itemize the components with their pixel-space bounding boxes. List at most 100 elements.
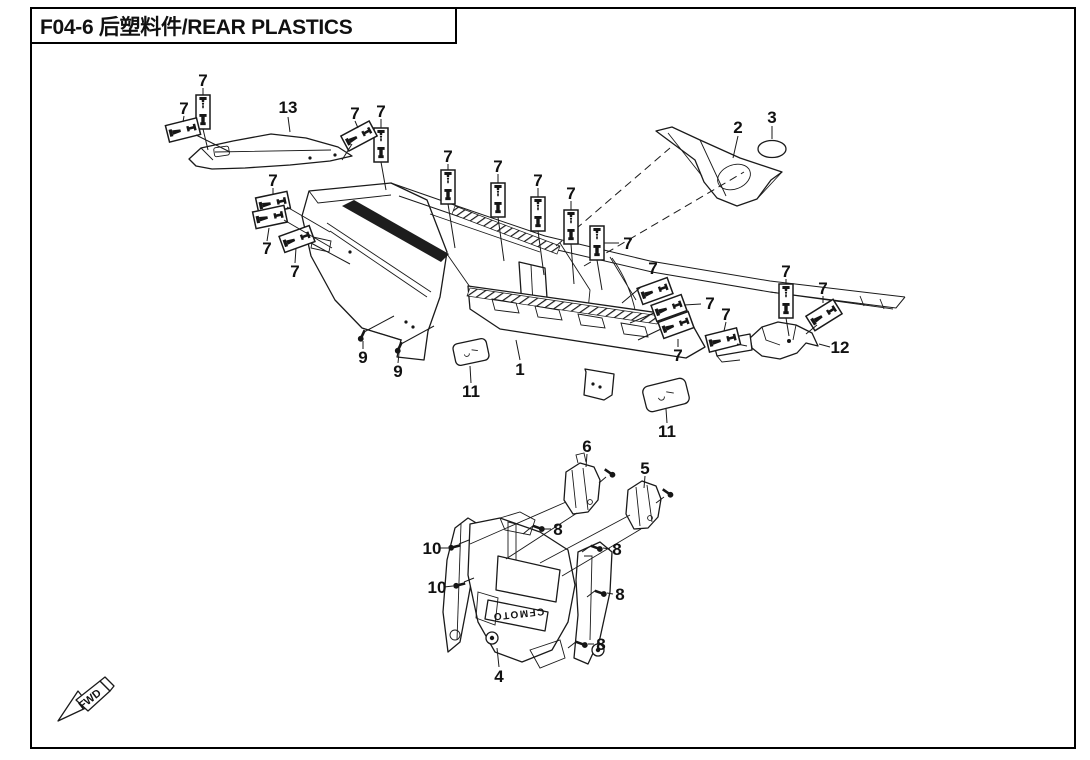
callout-7: 7	[262, 239, 271, 258]
part-2-shape	[655, 126, 783, 207]
title-block: F04-6 后塑料件/REAR PLASTICS	[30, 7, 457, 44]
left-panel-outline	[301, 182, 448, 361]
callout-8: 8	[612, 540, 621, 559]
center-braces	[446, 242, 639, 347]
callout-6: 6	[582, 437, 591, 456]
callout-7: 7	[493, 157, 502, 176]
part-3-pad-shape	[757, 139, 787, 159]
part-hole	[717, 163, 751, 191]
rivet-dot	[591, 382, 595, 386]
reflector-marks	[658, 391, 674, 401]
fastener-7-box	[339, 119, 379, 153]
part-detail-lines	[188, 147, 332, 167]
part-outline	[625, 480, 662, 530]
fastener-7-box	[636, 276, 674, 306]
callout-4: 4	[494, 667, 504, 686]
callout-11: 11	[462, 382, 480, 401]
rail-inner-line	[429, 213, 894, 310]
part-detail-lines	[667, 132, 783, 200]
part-hole	[587, 499, 593, 505]
callout-7: 7	[376, 102, 385, 121]
callout-7: 7	[350, 104, 359, 123]
callout-10: 10	[423, 539, 442, 558]
fastener-7-box	[251, 204, 289, 230]
top-rail-upper	[390, 182, 906, 298]
rivet-dot	[598, 385, 602, 389]
alignment-lines	[469, 501, 642, 577]
callout-1: 1	[515, 360, 524, 379]
fastener-7-box	[563, 209, 579, 245]
fastener-7-box	[530, 196, 546, 232]
part-outline	[655, 126, 783, 207]
rivet-dot	[404, 320, 408, 324]
diagram-title: F04-6 后塑料件/REAR PLASTICS	[40, 15, 353, 39]
callout-7: 7	[673, 346, 682, 365]
part-11-reflector-b	[642, 377, 690, 413]
callout-7: 7	[623, 234, 632, 253]
recess	[495, 555, 561, 603]
fastener-7-box	[589, 225, 605, 261]
left-panel-dark-slot	[342, 200, 449, 262]
rivet-dot	[333, 153, 337, 157]
cfmoto-logo-text: CFMOTO	[492, 605, 545, 621]
callout-7: 7	[818, 279, 827, 298]
slot-hole	[620, 322, 649, 338]
part-5-shape	[625, 480, 662, 530]
fastener-7-box	[490, 182, 506, 218]
left-panel-inner-lines	[308, 190, 432, 341]
slot-hole	[534, 305, 563, 321]
callout-9: 9	[358, 348, 367, 367]
callout-7: 7	[443, 147, 452, 166]
part-11-reflector-a	[452, 337, 490, 367]
callout-11: 11	[658, 422, 676, 441]
callout-5: 5	[640, 459, 649, 478]
callout-12: 12	[831, 338, 850, 357]
foot-grommet-center	[489, 635, 495, 641]
rivet-dot	[308, 156, 312, 160]
callout-8: 8	[553, 520, 562, 539]
callout-7: 7	[648, 259, 657, 278]
reflector-body	[452, 337, 490, 367]
rivet-dot	[348, 250, 352, 254]
part-13-shape	[188, 133, 353, 170]
callout-7: 7	[268, 171, 277, 190]
left-bracket-hole	[449, 629, 461, 641]
part-6-shape	[563, 452, 601, 515]
rivet-dot	[411, 325, 415, 329]
fastener-7-box	[164, 116, 202, 144]
part-detail-lines	[716, 324, 797, 363]
main-assembly-shape	[301, 182, 906, 401]
bottom-bracket-assembly: CFMOTO	[442, 452, 662, 669]
leader-lines	[182, 88, 831, 668]
callout-7: 7	[566, 184, 575, 203]
left-panel-vent-detail	[310, 236, 332, 253]
callout-10: 10	[428, 578, 447, 597]
callout-9: 9	[393, 362, 402, 381]
fastener-7-box	[704, 326, 742, 354]
part-outline	[749, 321, 819, 360]
fastener-7-box	[657, 310, 695, 340]
fastener-7-box	[804, 298, 844, 332]
callout-7: 7	[290, 262, 299, 281]
slot-hole	[577, 313, 606, 329]
fwd-arrow-icon: FWD	[57, 676, 115, 722]
fastener-7-box	[440, 169, 456, 205]
logo-plate	[484, 599, 549, 632]
rail-hatch-strip	[451, 205, 561, 255]
callout-8: 8	[615, 585, 624, 604]
fwd-arrow-top-edge	[99, 676, 115, 692]
callout-7: 7	[781, 262, 790, 281]
dashed-alignment-lines	[555, 147, 745, 267]
callout-7: 7	[705, 294, 714, 313]
reflector-marks	[463, 349, 478, 357]
band-hatch-strip	[466, 287, 661, 325]
callout-7: 7	[533, 171, 542, 190]
callout-7: 7	[198, 71, 207, 90]
screw-icon	[661, 486, 675, 499]
part-detail-lines	[571, 452, 589, 511]
band-slots	[491, 298, 649, 338]
callout-2: 2	[733, 118, 742, 137]
callout-8: 8	[596, 635, 605, 654]
callout-7: 7	[179, 99, 188, 118]
bottom-flap	[529, 639, 566, 669]
